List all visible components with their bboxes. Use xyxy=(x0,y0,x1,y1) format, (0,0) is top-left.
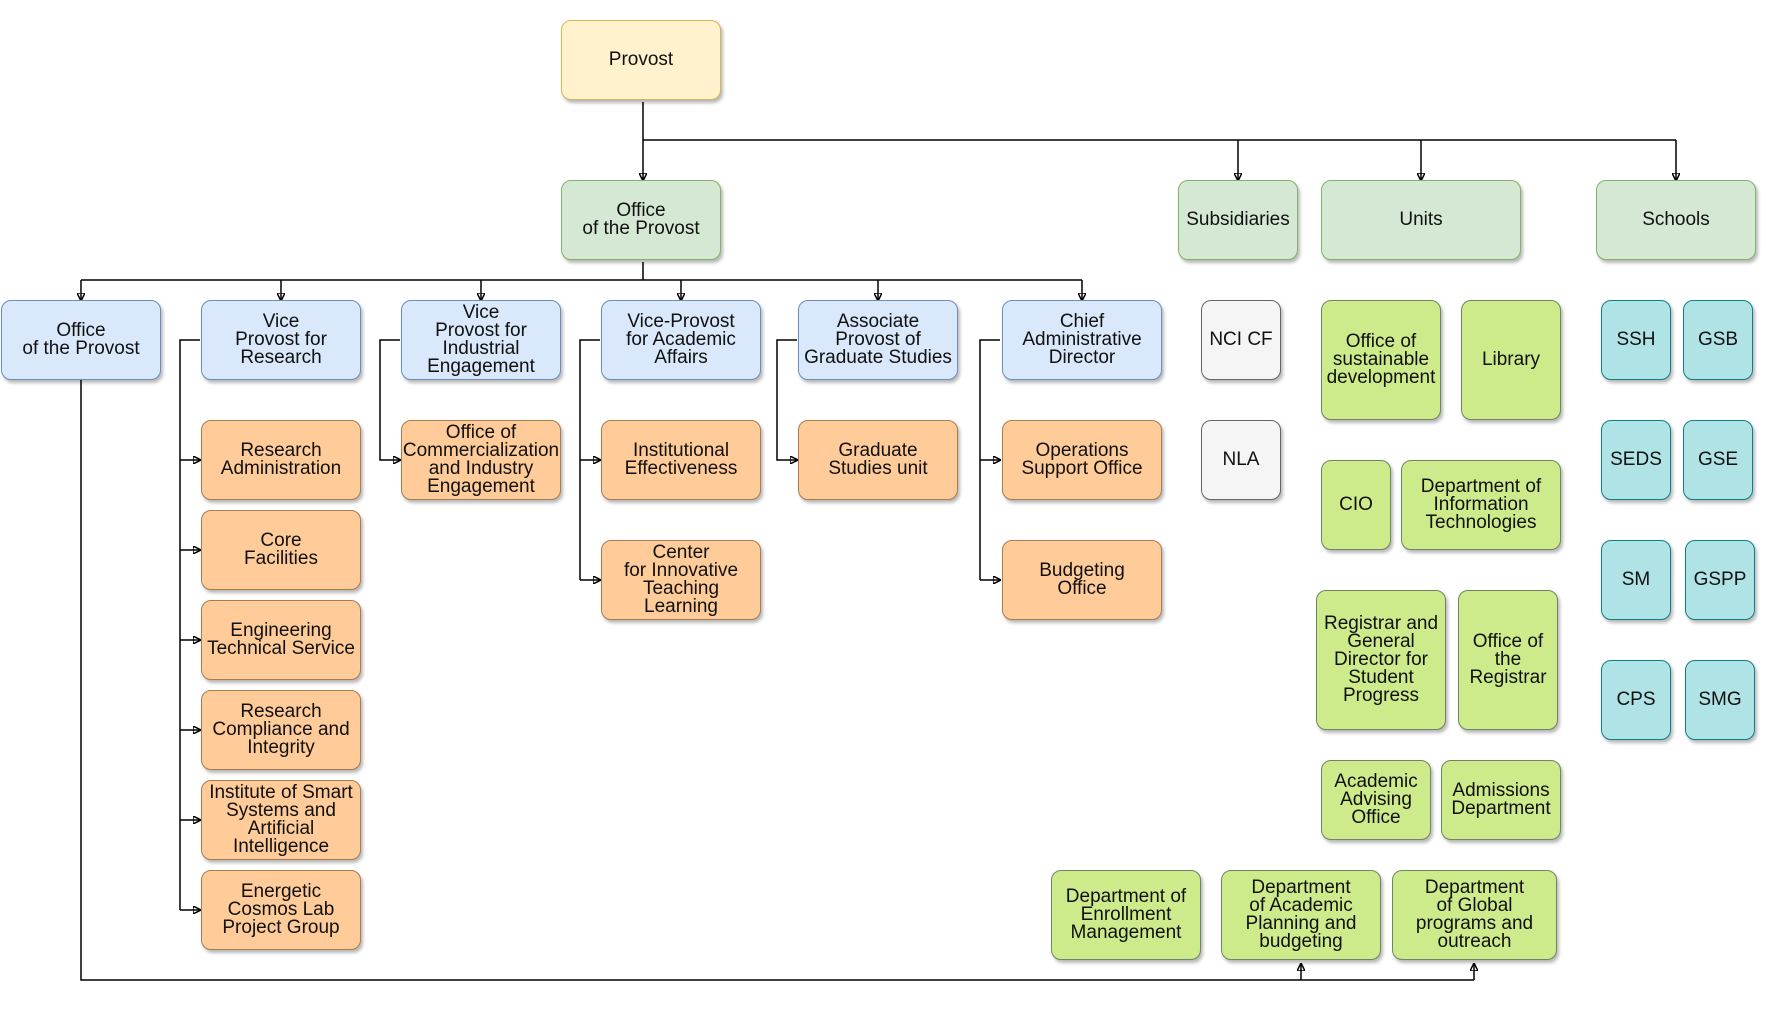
school-cps-node[interactable]: CPS xyxy=(1601,660,1671,740)
vp-industrial-node[interactable]: Vice Provost for Industrial Engagement xyxy=(401,300,561,380)
registrar-general-node[interactable]: Registrar and General Director for Stude… xyxy=(1316,590,1446,730)
school-gse-node[interactable]: GSE xyxy=(1683,420,1753,500)
budgeting-office-node[interactable]: Budgeting Office xyxy=(1002,540,1162,620)
office-commercialization-node[interactable]: Office of Commercialization and Industry… xyxy=(401,420,561,500)
edge-academic-trunk xyxy=(579,339,600,580)
school-seds-node[interactable]: SEDS xyxy=(1601,420,1671,500)
office-sustainable-node[interactable]: Office of sustainable development xyxy=(1321,300,1441,420)
chief-admin-node[interactable]: Chief Administrative Director xyxy=(1002,300,1162,380)
vp-academic-node[interactable]: Vice-Provost for Academic Affairs xyxy=(601,300,761,380)
provost-node[interactable]: Provost xyxy=(561,20,721,100)
office-of-provost-left-node[interactable]: Office of the Provost xyxy=(1,300,161,380)
institutional-eff-node[interactable]: Institutional Effectiveness xyxy=(601,420,761,500)
schools-node[interactable]: Schools xyxy=(1596,180,1756,260)
vp-research-node[interactable]: Vice Provost for Research xyxy=(201,300,361,380)
dept-enrollment-node[interactable]: Department of Enrollment Management xyxy=(1051,870,1201,960)
school-gspp-node[interactable]: GSPP xyxy=(1685,540,1755,620)
edge-to-office-commercialization xyxy=(379,339,400,460)
energetic-cosmos-node[interactable]: Energetic Cosmos Lab Project Group xyxy=(201,870,361,950)
admissions-node[interactable]: Admissions Department xyxy=(1441,760,1561,840)
office-registrar-node[interactable]: Office of the Registrar xyxy=(1458,590,1558,730)
school-smg-node[interactable]: SMG xyxy=(1685,660,1755,740)
edge-admin-trunk xyxy=(979,339,1000,580)
school-gsb-node[interactable]: GSB xyxy=(1683,300,1753,380)
office-of-provost-node[interactable]: Office of the Provost xyxy=(561,180,721,260)
nci-cf-node[interactable]: NCI CF xyxy=(1201,300,1281,380)
edge-office-left-bottom xyxy=(80,380,1474,981)
dept-academic-planning-node[interactable]: Department of Academic Planning and budg… xyxy=(1221,870,1381,960)
school-ssh-node[interactable]: SSH xyxy=(1601,300,1671,380)
center-teaching-node[interactable]: Center for Innovative Teaching Learning xyxy=(601,540,761,620)
units-node[interactable]: Units xyxy=(1321,180,1521,260)
subsidiaries-node[interactable]: Subsidiaries xyxy=(1178,180,1298,260)
institute-smart-node[interactable]: Institute of Smart Systems and Artificia… xyxy=(201,780,361,860)
graduate-unit-node[interactable]: Graduate Studies unit xyxy=(798,420,958,500)
cio-node[interactable]: CIO xyxy=(1321,460,1391,550)
school-sm-node[interactable]: SM xyxy=(1601,540,1671,620)
dept-it-node[interactable]: Department of Information Technologies xyxy=(1401,460,1561,550)
operations-support-node[interactable]: Operations Support Office xyxy=(1002,420,1162,500)
edge-research-trunk xyxy=(179,339,200,910)
eng-tech-node[interactable]: Engineering Technical Service xyxy=(201,600,361,680)
edge-to-graduate-unit xyxy=(776,339,797,460)
core-facilities-node[interactable]: Core Facilities xyxy=(201,510,361,590)
academic-advising-node[interactable]: Academic Advising Office xyxy=(1321,760,1431,840)
research-compliance-node[interactable]: Research Compliance and Integrity xyxy=(201,690,361,770)
dept-global-node[interactable]: Department of Global programs and outrea… xyxy=(1392,870,1557,960)
nla-node[interactable]: NLA xyxy=(1201,420,1281,500)
research-admin-node[interactable]: Research Administration xyxy=(201,420,361,500)
library-node[interactable]: Library xyxy=(1461,300,1561,420)
ap-graduate-node[interactable]: Associate Provost of Graduate Studies xyxy=(798,300,958,380)
